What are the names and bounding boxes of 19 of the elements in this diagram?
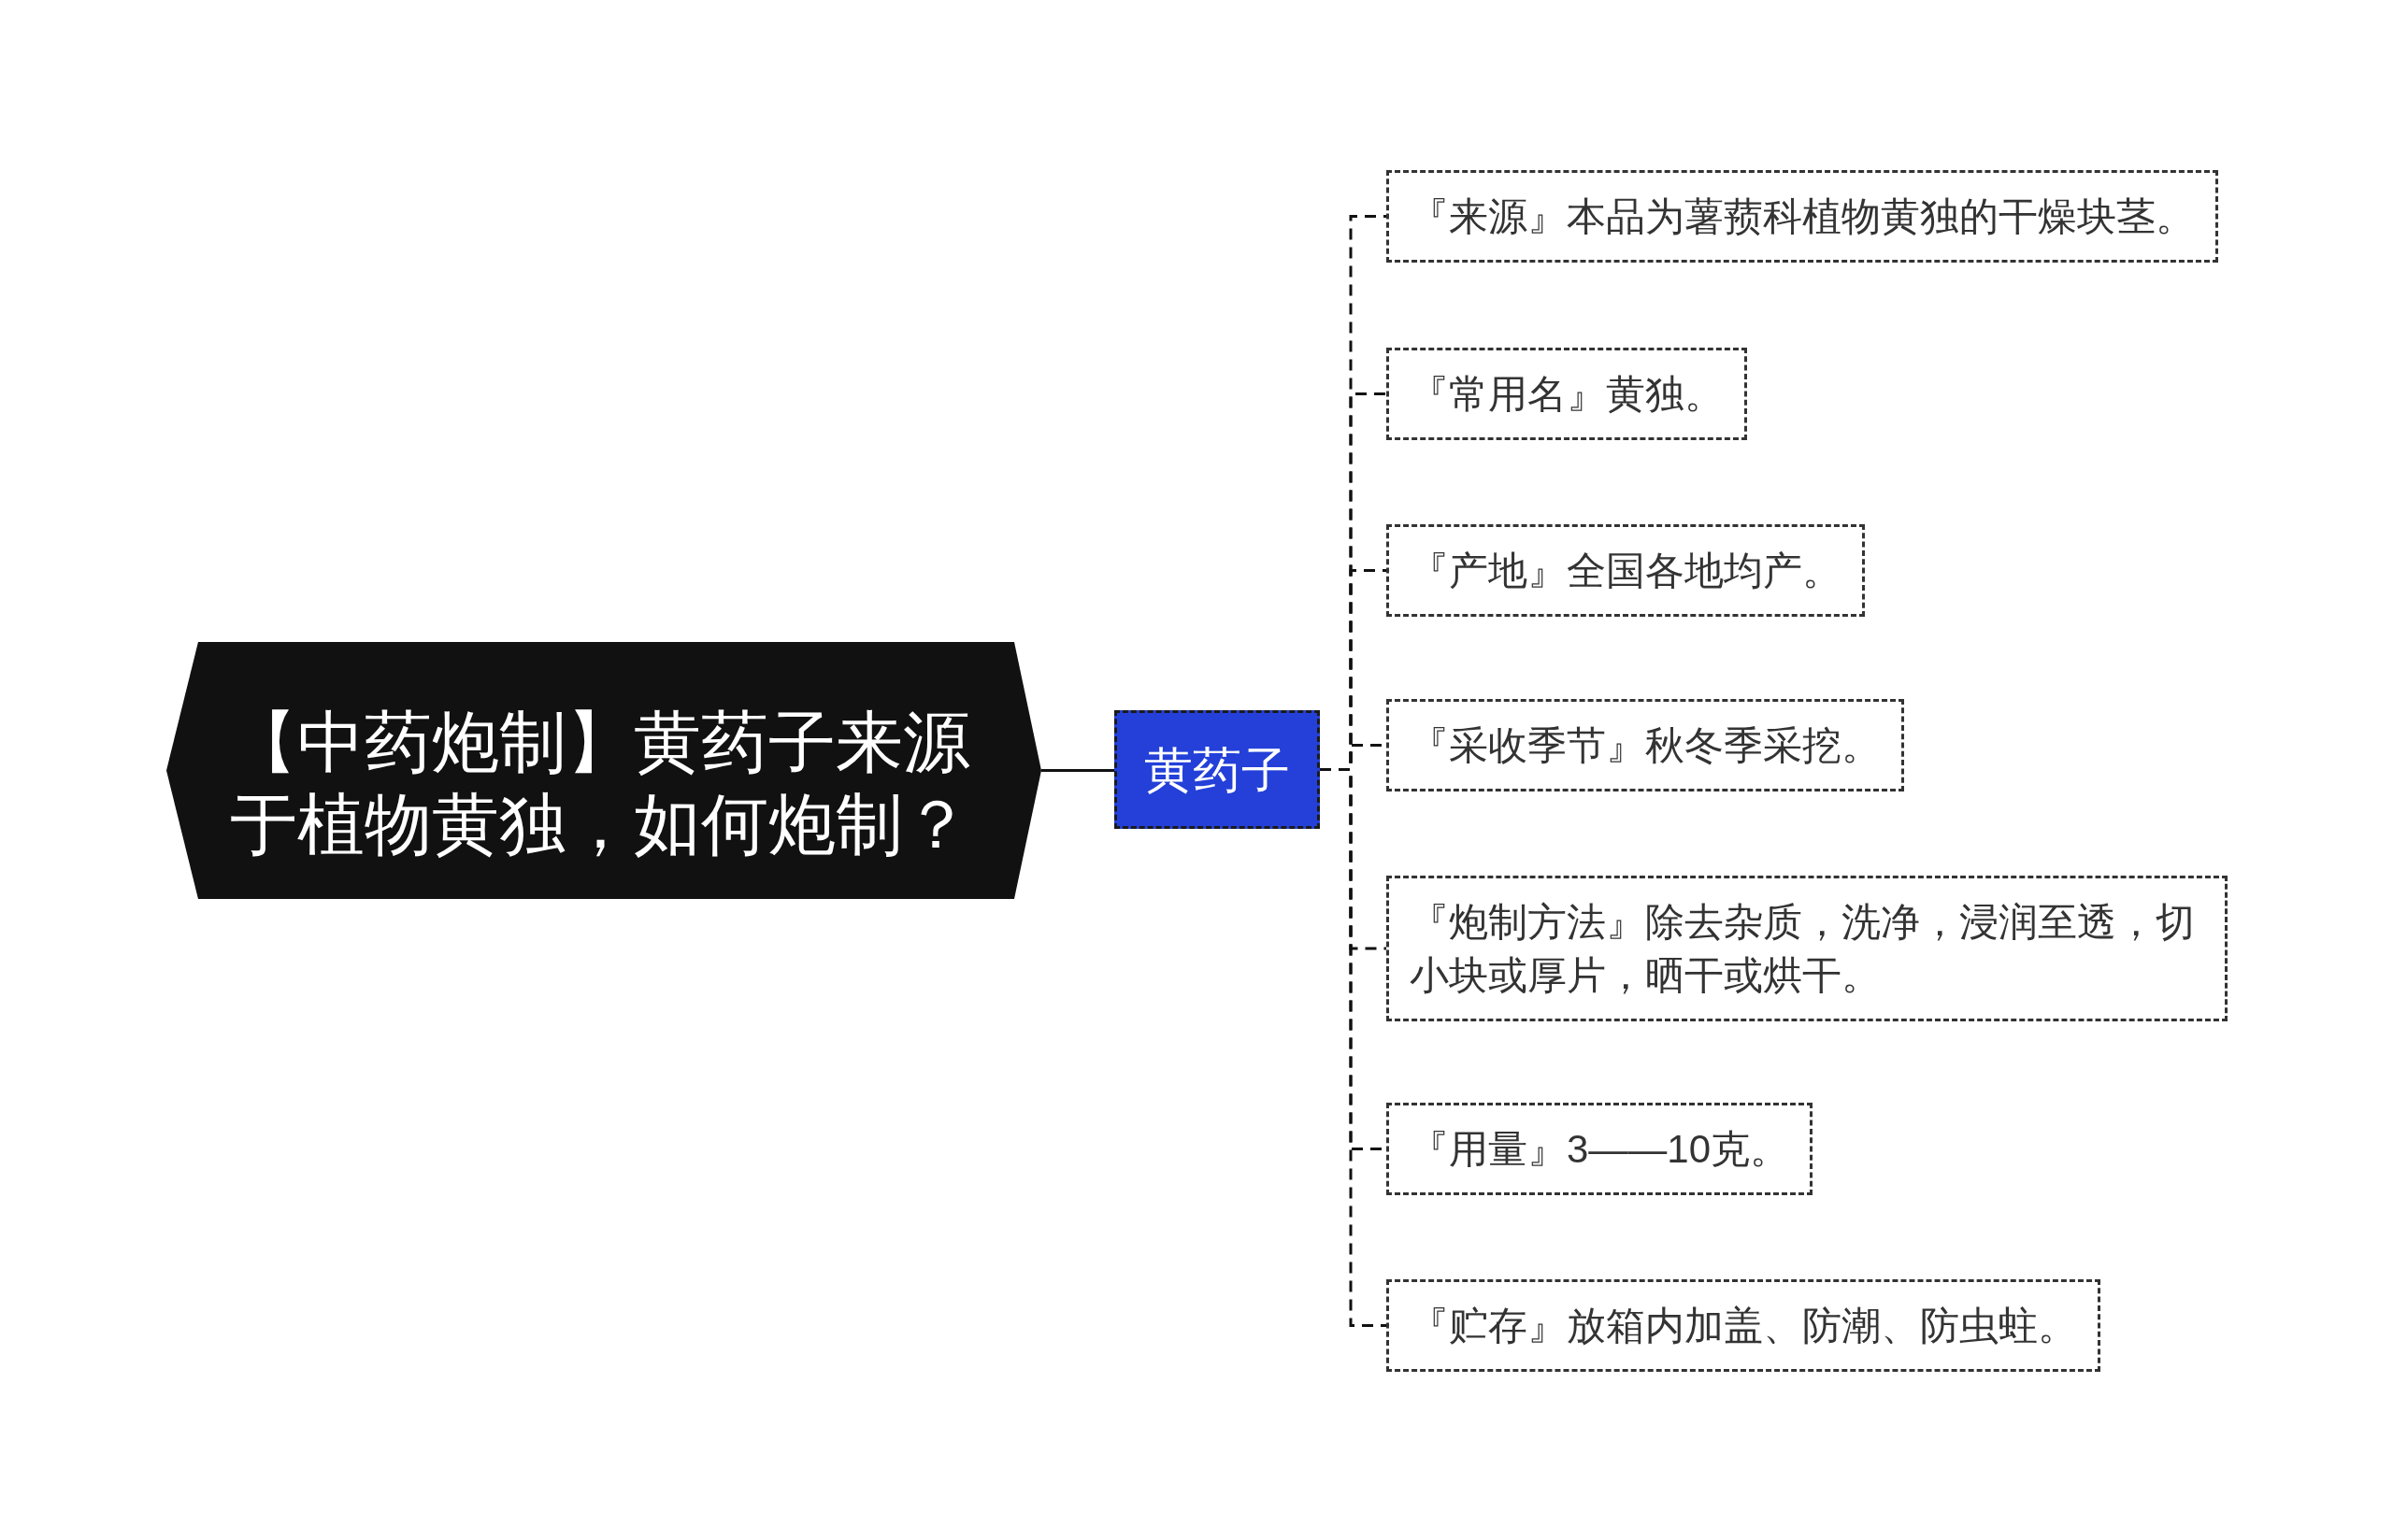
topic-text: 黄药子: [1144, 741, 1290, 799]
leaf-text: 『来源』本品为薯蓣科植物黄独的干燥块茎。: [1410, 193, 2195, 240]
leaf-text: 『产地』全国各地均产。: [1410, 548, 1841, 594]
leaf-box: [1386, 699, 1904, 791]
leaf-text: 『采收季节』秋冬季采挖。: [1410, 722, 1881, 769]
leaf-box: [1386, 170, 2218, 263]
connector-line: [1041, 769, 1114, 772]
leaf-text: 『炮制方法』除去杂质，洗净，浸润至透，切小块或厚片，晒干或烘干。: [1410, 899, 2196, 999]
leaf-box: [1386, 1103, 1813, 1195]
title-hexagon: [166, 642, 1041, 899]
leaf-box: [1386, 876, 2228, 1021]
leaf-text: 『用量』3——10克。: [1410, 1126, 1790, 1173]
topic-box: [1114, 710, 1320, 829]
leaf-text: 『贮存』放箱内加盖、防潮、防虫蛀。: [1410, 1303, 2077, 1349]
title-text: 【中药炮制】黄药子来源于植物黄独，如何炮制？: [230, 703, 971, 863]
leaf-box: [1386, 524, 1865, 617]
leaf-box: [1386, 1279, 2100, 1372]
leaf-text: 『常用名』黄独。: [1410, 371, 1724, 418]
leaf-box: [1386, 348, 1747, 440]
